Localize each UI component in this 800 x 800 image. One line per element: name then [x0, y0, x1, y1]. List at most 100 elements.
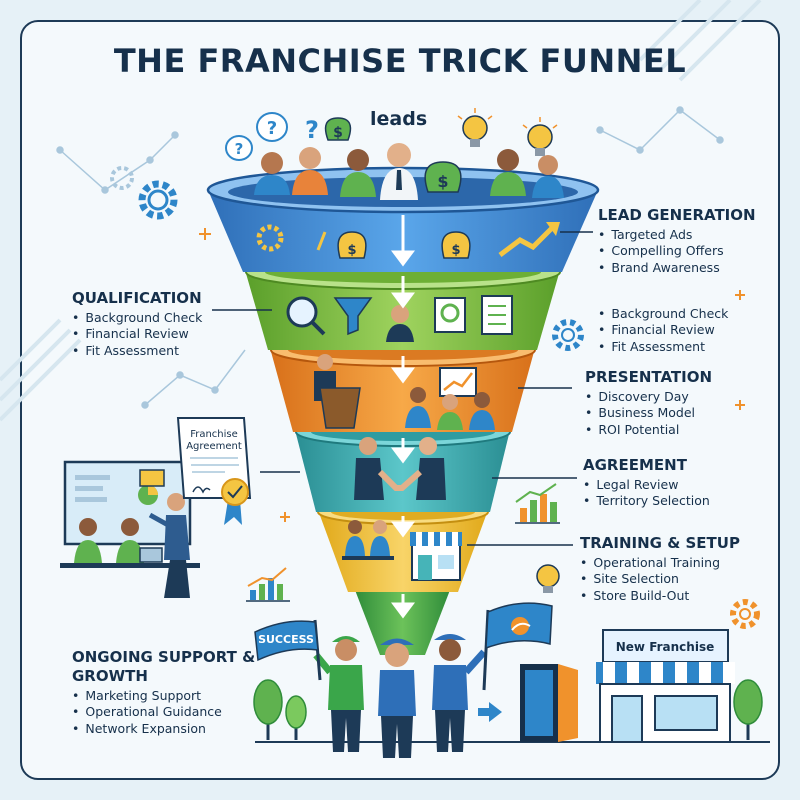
gear-icon	[256, 224, 284, 252]
money-bag-icon: $	[337, 231, 367, 259]
arrow-right-icon	[478, 702, 502, 722]
handshake-icon	[354, 437, 446, 500]
filter-icon	[333, 297, 373, 336]
stage-item: Targeted Ads	[598, 227, 756, 243]
stage-item: Discovery Day	[585, 389, 712, 405]
stage-item: Fit Assessment	[598, 339, 728, 355]
svg-text:$: $	[333, 125, 343, 141]
stage-presentation: PRESENTATION Discovery Day Business Mode…	[585, 368, 712, 438]
flag-icon	[482, 602, 553, 691]
leads-people	[254, 143, 564, 200]
audience-icon	[405, 387, 495, 430]
person-icon	[432, 634, 487, 752]
network-decor	[56, 106, 724, 409]
person-icon	[380, 143, 418, 200]
meeting-scene	[60, 460, 200, 598]
person-icon	[292, 147, 328, 195]
flag-label: SUCCESS	[258, 633, 314, 646]
clipboard-icon	[481, 295, 513, 335]
certificate-title-line1: Franchise	[190, 429, 238, 440]
stage-item: Background Check	[598, 306, 728, 322]
stage-item: Background Check	[72, 310, 202, 326]
stage-qualification-right: Background Check Financial Review Fit As…	[598, 304, 728, 355]
stage-item: Network Expansion	[72, 721, 262, 737]
certificate-icon: Franchise Agreement	[176, 417, 252, 525]
store-sign: New Franchise	[616, 640, 714, 654]
money-bag-icon: $	[424, 161, 462, 193]
svg-text:$: $	[347, 243, 356, 258]
question-icon: ?	[256, 112, 288, 142]
stage-item: Site Selection	[580, 571, 740, 587]
person-icon	[340, 149, 376, 197]
decor-stripes	[0, 0, 762, 422]
stage-item: Fit Assessment	[72, 343, 202, 359]
gear-icon	[552, 319, 584, 351]
stage-item: ROI Potential	[585, 422, 712, 438]
stage-training-setup: TRAINING & SETUP Operational Training Si…	[580, 534, 740, 604]
stage-ongoing-support: ONGOING SUPPORT & GROWTH Marketing Suppo…	[72, 648, 262, 737]
question-icon: ?	[225, 135, 253, 161]
question-icon: ?	[305, 116, 319, 144]
door-icon	[520, 664, 578, 742]
stage-item: Store Build-Out	[580, 588, 740, 604]
trend-arrow-icon	[498, 226, 554, 257]
storefront-icon	[410, 532, 462, 581]
person-icon	[532, 155, 564, 198]
stage-item: Compelling Offers	[598, 243, 756, 259]
workers-icon	[342, 520, 394, 560]
tree-icon	[285, 695, 307, 740]
magnifier-icon	[286, 296, 326, 336]
stage-heading: QUALIFICATION	[72, 289, 202, 307]
stage-qualification: QUALIFICATION Background Check Financial…	[72, 289, 202, 359]
certificate-title-line2: Agreement	[186, 441, 242, 452]
stage-item: Operational Training	[580, 555, 740, 571]
funnel-stage-support	[355, 590, 450, 655]
person-icon	[490, 149, 526, 196]
stage-item: Business Model	[585, 405, 712, 421]
lightbulb-icon	[457, 108, 493, 147]
svg-text:?: ?	[235, 140, 244, 158]
funnel-top-label: leads	[370, 108, 428, 130]
stage-item: Marketing Support	[72, 688, 262, 704]
lightbulb-icon	[522, 117, 558, 156]
stage-heading: TRAINING & SETUP	[580, 534, 740, 552]
funnel-stage-agreement	[295, 430, 510, 512]
gear-icon	[110, 166, 134, 190]
stage-heading: LEAD GENERATION	[598, 206, 756, 224]
stage-item: Financial Review	[72, 326, 202, 342]
stage-lead-generation: LEAD GENERATION Targeted Ads Compelling …	[598, 206, 756, 276]
connector-lines	[212, 231, 593, 546]
money-bag-icon: $	[441, 231, 471, 259]
sparkles	[199, 228, 745, 522]
svg-text:$: $	[451, 243, 460, 258]
page-title: THE FRANCHISE TRICK FUNNEL	[113, 42, 687, 80]
stage-item: Financial Review	[598, 322, 728, 338]
money-bag-icon: $	[324, 117, 352, 141]
svg-text:$: $	[437, 172, 448, 191]
magnifier-icon	[434, 297, 466, 333]
arrow-up-icon	[316, 231, 327, 251]
stage-heading: PRESENTATION	[585, 368, 713, 386]
person-icon	[378, 638, 416, 758]
podium-icon	[314, 354, 361, 429]
person-icon	[313, 636, 364, 752]
storefront-icon: New Franchise	[596, 629, 735, 743]
team-people	[313, 634, 487, 758]
person-icon	[254, 152, 290, 195]
stage-item: Territory Selection	[583, 493, 709, 509]
stage-heading: ONGOING SUPPORT & GROWTH	[72, 648, 256, 685]
svg-text:?: ?	[267, 118, 277, 139]
stage-item: Legal Review	[583, 477, 710, 493]
person-icon	[386, 305, 414, 342]
lightbulb-icon	[536, 564, 560, 593]
stage-item: Operational Guidance	[72, 704, 262, 720]
chart-icon	[439, 367, 477, 397]
chart-icon	[515, 483, 560, 524]
stage-item: Brand Awareness	[598, 260, 756, 276]
gear-icon	[730, 599, 760, 629]
chart-icon	[246, 567, 290, 602]
gear-icon	[138, 180, 178, 220]
stage-heading: AGREEMENT	[583, 456, 687, 474]
